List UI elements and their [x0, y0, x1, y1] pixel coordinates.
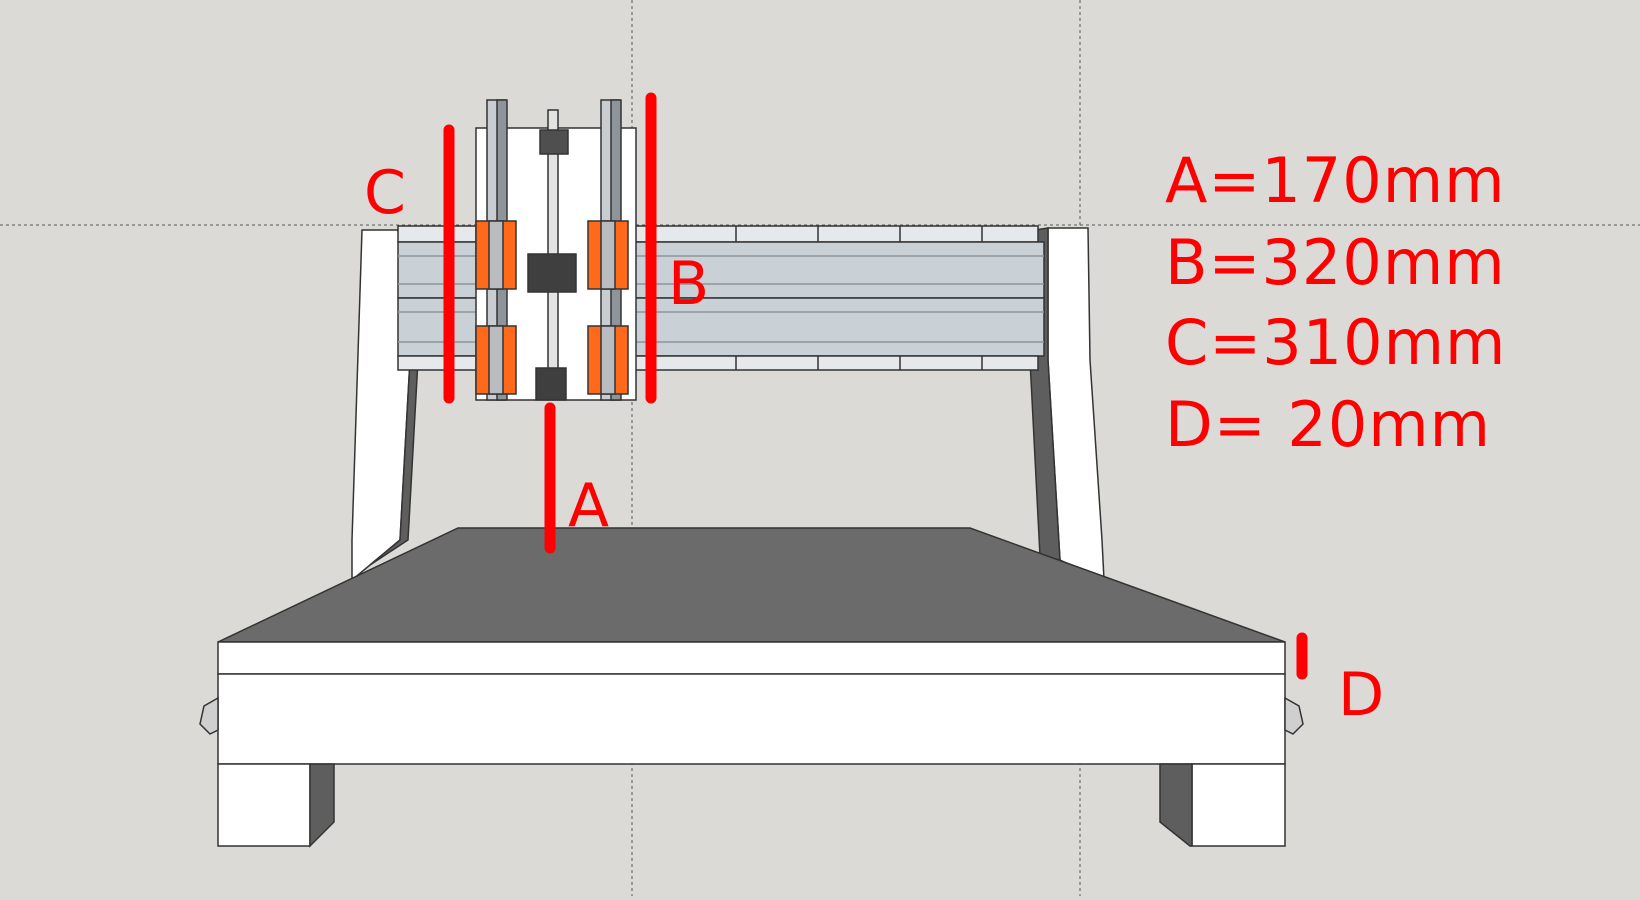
label-a: A — [568, 471, 609, 541]
z-carriage — [475, 99, 637, 401]
spec-b: B=320mm — [1165, 226, 1506, 299]
spec-a: A=170mm — [1165, 144, 1506, 217]
label-b: B — [668, 249, 709, 319]
spec-d: D= 20mm — [1165, 388, 1491, 461]
table-front — [217, 641, 1286, 765]
spec-c: C=310mm — [1165, 306, 1506, 379]
table-clamps — [199, 696, 1304, 735]
table-legs — [217, 763, 1286, 848]
dimension-legend: A=170mm B=320mm C=310mm D= 20mm — [1165, 144, 1506, 461]
label-d: D — [1338, 660, 1384, 730]
label-c: C — [364, 158, 406, 228]
dimension-markers — [443, 92, 1308, 680]
